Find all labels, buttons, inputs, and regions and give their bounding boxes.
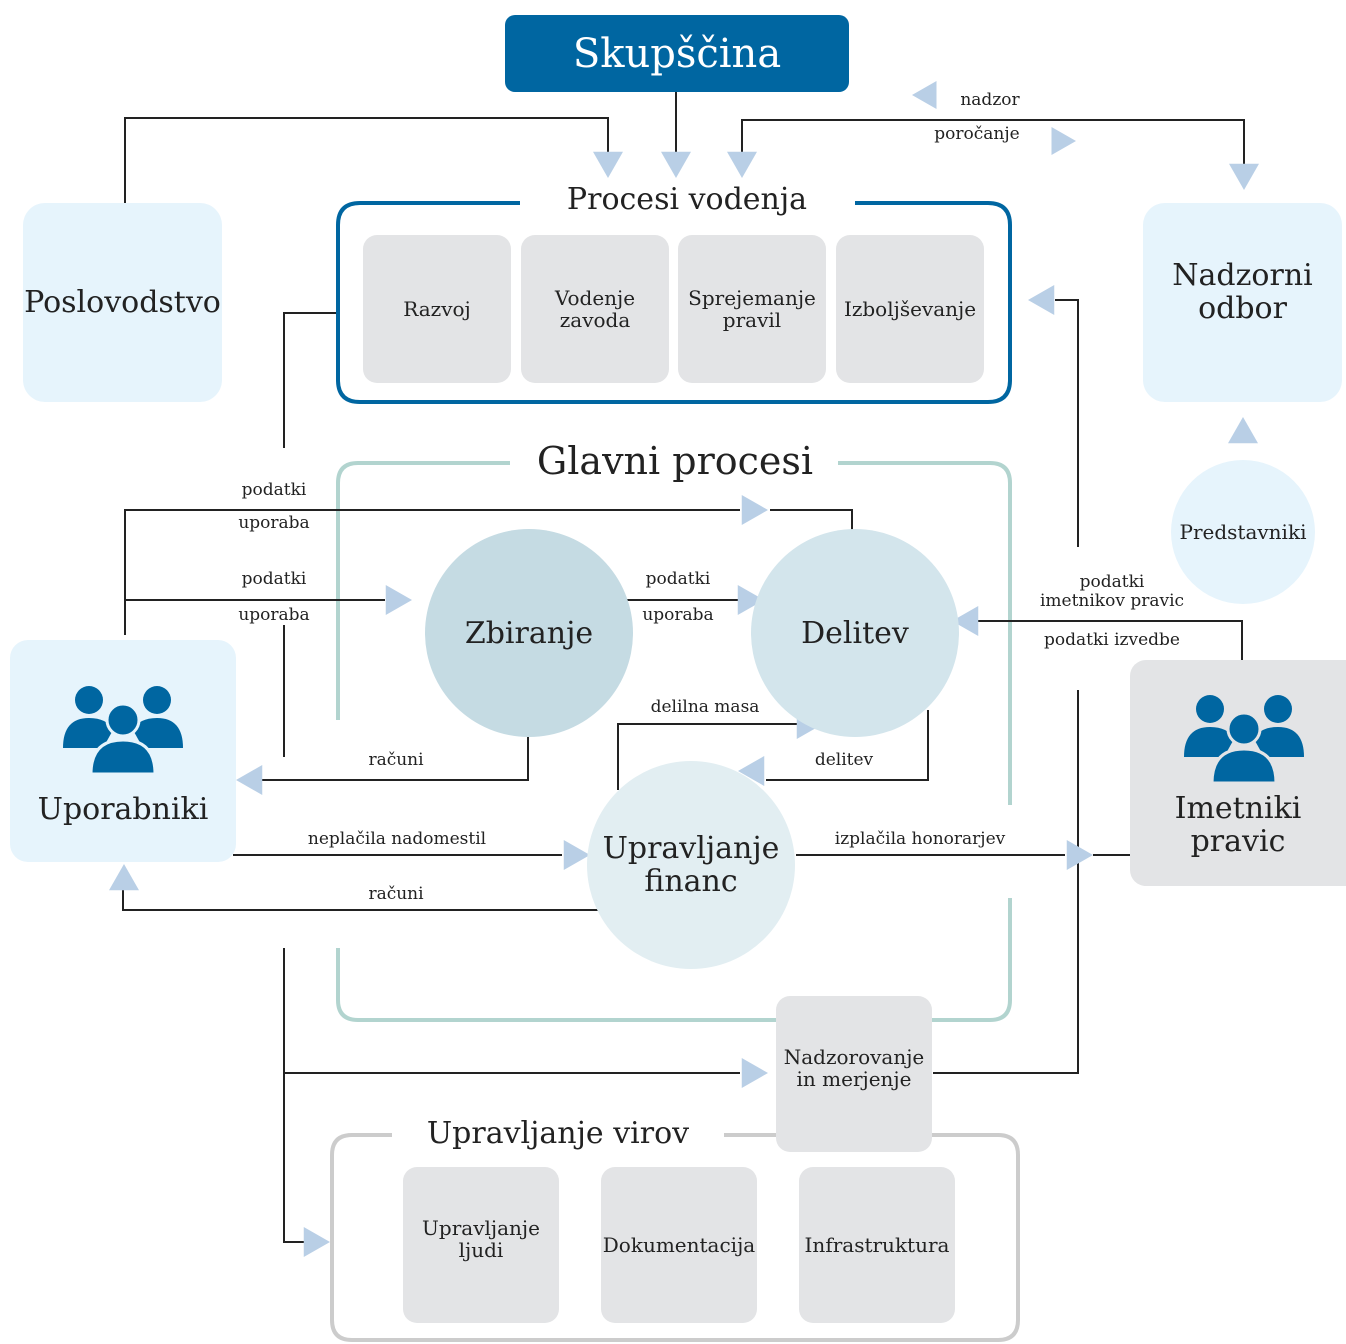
edge-label-delilna-masa: delilna masa [650, 697, 760, 717]
poslovodstvo-node: Poslovodstvo [23, 203, 222, 402]
edge-label-uporaba-zd: uporaba [642, 605, 714, 625]
delitev-node: Delitev [751, 529, 959, 737]
people-group-icon [63, 686, 183, 774]
nadzorni-odbor-node: Nadzorni odbor [1143, 203, 1342, 402]
triangle-arrow-icon [737, 585, 764, 615]
poslovodstvo-label: Poslovodstvo [24, 285, 221, 320]
procesi-item-razvoj-label: Razvoj [403, 297, 471, 321]
triangle-arrow-icon [741, 495, 768, 525]
procesi-item-izboljsevanje-label: Izboljševanje [843, 297, 977, 321]
upravljanje-financ-node: Upravljanje financ [587, 761, 795, 969]
uporabniki-label: Uporabniki [37, 792, 209, 827]
edge-label-podatki-izvedbe: podatki izvedbe [1044, 630, 1180, 650]
triangle-arrow-icon [1066, 840, 1093, 870]
edge-label-neplacila: neplačila nadomestil [307, 829, 487, 849]
glavni-procesi-title: Glavni procesi [520, 439, 830, 483]
procesi-item-vodenje-label: Vodenje zavoda [554, 286, 636, 332]
edge-label-podatki-mid: podatki [241, 569, 307, 589]
virov-item-dokumentacija: Dokumentacija [601, 1167, 757, 1323]
skupscina-node: Skupščina [505, 15, 849, 92]
imetniki-pravic-label: Imetniki pravic [1174, 791, 1302, 859]
connectors [122, 92, 1245, 1243]
procesi-vodenja-frame [336, 201, 1012, 404]
edge-label-delitev: delitev [814, 750, 874, 770]
procesi-item-razvoj: Razvoj [363, 235, 511, 383]
edge-label-uporaba-mid: uporaba [238, 605, 310, 625]
edge-label-nadzor: nadzor [960, 90, 1020, 110]
skupscina-label: Skupščina [572, 30, 782, 77]
edge-label-izplacila: izplačila honorarjev [834, 829, 1006, 849]
people-group-icon [1184, 695, 1304, 783]
triangle-arrow-icon [738, 756, 765, 786]
triangle-arrow-icon [741, 1058, 768, 1088]
virov-item-infrastruktura-label: Infrastruktura [804, 1233, 950, 1257]
triangle-arrow-icon [1028, 285, 1055, 315]
edge-label-porocanje: poročanje [934, 124, 1020, 144]
zbiranje-label: Zbiranje [464, 615, 594, 651]
triangle-arrow-icon [385, 585, 412, 615]
triangle-arrow-icon [593, 151, 623, 178]
edge-label-uporaba-top: uporaba [238, 513, 310, 533]
triangle-arrow-icon [952, 606, 979, 636]
frames [330, 201, 1020, 1342]
triangle-arrow-icon [912, 81, 937, 109]
edge-label-podatki-imetnikov: podatki imetnikov pravic [1039, 572, 1185, 611]
triangle-arrow-icon [236, 765, 263, 795]
triangle-arrow-icon [563, 840, 590, 870]
triangle-arrow-icon [1229, 163, 1259, 190]
triangle-arrow-icon [1051, 127, 1076, 155]
edge-label-racuni-finance: računi [368, 884, 424, 904]
upravljanje-virov-title: Upravljanje virov [400, 1116, 716, 1151]
procesi-item-izboljsevanje: Izboljševanje [836, 235, 984, 383]
edge-label-racuni-zbiranje: računi [368, 750, 424, 770]
virov-item-dokumentacija-label: Dokumentacija [602, 1233, 756, 1257]
procesi-item-sprejemanje-label: Sprejemanje pravil [688, 286, 816, 332]
arrowheads [109, 81, 1259, 1257]
triangle-arrow-icon [303, 1227, 330, 1257]
upravljanje-virov-frame [330, 1133, 1020, 1342]
procesi-vodenja-title: Procesi vodenja [530, 182, 844, 217]
upravljanje-financ-label: Upravljanje financ [602, 831, 780, 899]
edge-label-podatki-top: podatki [241, 480, 307, 500]
triangle-arrow-icon [661, 151, 691, 178]
procesi-item-sprejemanje: Sprejemanje pravil [678, 235, 826, 383]
nadzorovanje-node: Nadzorovanje in merjenje [776, 996, 932, 1152]
zbiranje-node: Zbiranje [425, 529, 633, 737]
triangle-arrow-icon [727, 151, 757, 178]
edge-label-podatki-zd: podatki [645, 569, 711, 589]
triangle-arrow-icon [109, 864, 139, 891]
glavni-procesi-frame-right [838, 461, 1012, 805]
virov-item-infrastruktura: Infrastruktura [799, 1167, 955, 1323]
virov-item-ljudi: Upravljanje ljudi [403, 1167, 559, 1323]
procesi-item-vodenje: Vodenje zavoda [521, 235, 669, 383]
nadzorni-odbor-label: Nadzorni odbor [1172, 257, 1313, 326]
nadzorovanje-label: Nadzorovanje in merjenje [783, 1045, 925, 1091]
predstavniki-node: Predstavniki [1171, 460, 1315, 604]
delitev-label: Delitev [801, 615, 909, 651]
glavni-procesi-frame-top [336, 461, 510, 720]
glavni-procesi-frame-bottom [336, 898, 1012, 1022]
triangle-arrow-icon [1228, 417, 1258, 444]
predstavniki-label: Predstavniki [1179, 520, 1307, 544]
virov-item-ljudi-label: Upravljanje ljudi [422, 1216, 540, 1262]
